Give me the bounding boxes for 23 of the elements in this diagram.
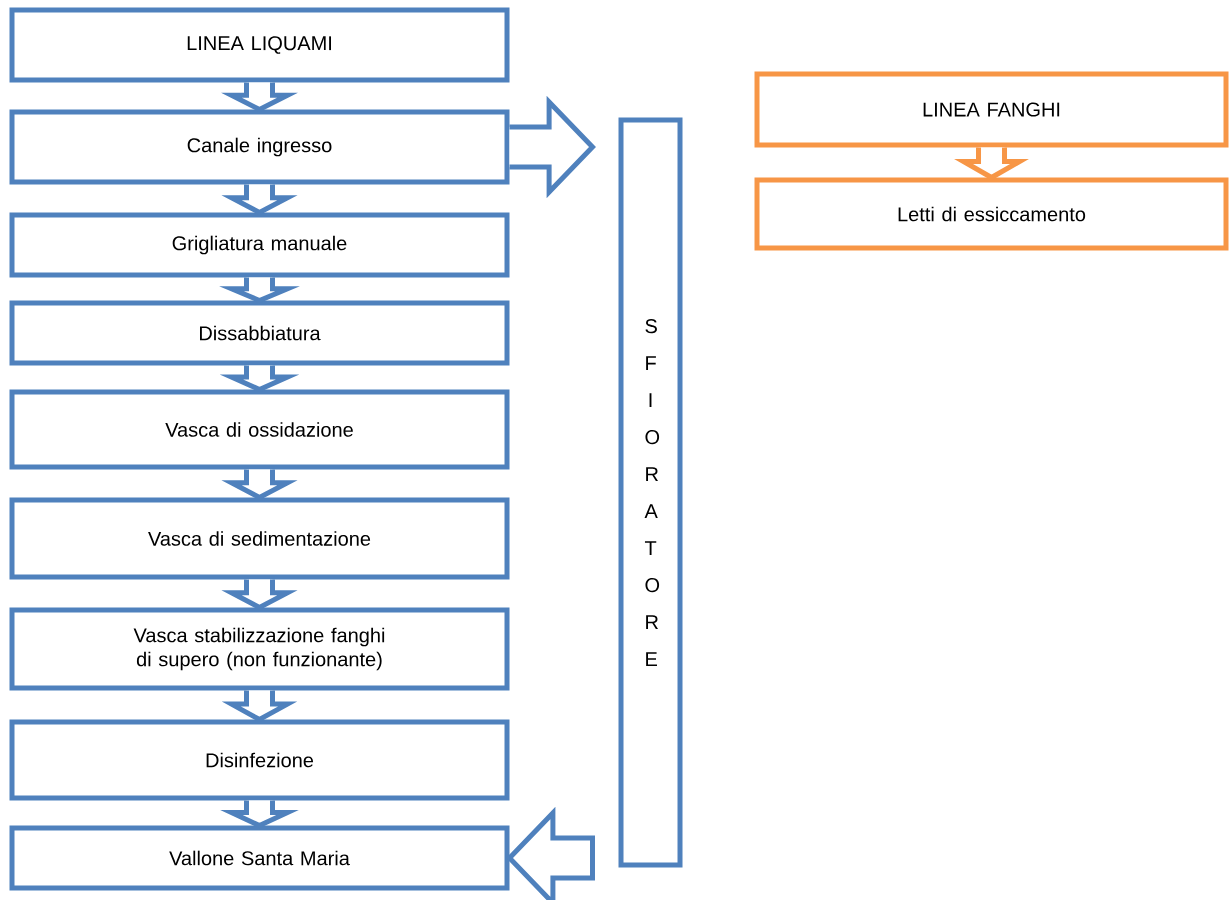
block-arrow <box>219 363 300 393</box>
process-box: Vasca stabilizzazione fanghi di supero (non funzionante) <box>9 607 510 691</box>
process-box: LINEA FANGHI <box>754 71 1229 148</box>
process-box: Vasca di sedimentazione <box>9 497 510 580</box>
block-arrow <box>221 80 298 113</box>
process-box: Letti di essiccamento <box>754 177 1229 251</box>
process-box: Vasca di ossidazione <box>9 389 510 470</box>
block-arrow <box>219 275 300 304</box>
block-arrow <box>221 688 298 723</box>
process-box: Dissabbiatura <box>9 300 510 366</box>
process-box: LINEA LIQUAMI <box>9 7 510 83</box>
process-box: Vallone Santa Maria <box>9 825 510 891</box>
block-arrow <box>221 467 298 501</box>
process-box: Grigliatura manuale <box>9 212 510 278</box>
block-arrow <box>507 95 596 199</box>
process-box: Canale ingresso <box>9 109 510 185</box>
block-arrow <box>221 182 298 216</box>
block-arrow <box>954 145 1029 181</box>
process-box: Disinfezione <box>9 719 510 801</box>
block-arrow <box>220 798 299 829</box>
block-arrow <box>506 806 595 900</box>
block-arrow <box>221 577 298 611</box>
overflow-column: S F I O R A T O R E <box>618 117 683 868</box>
